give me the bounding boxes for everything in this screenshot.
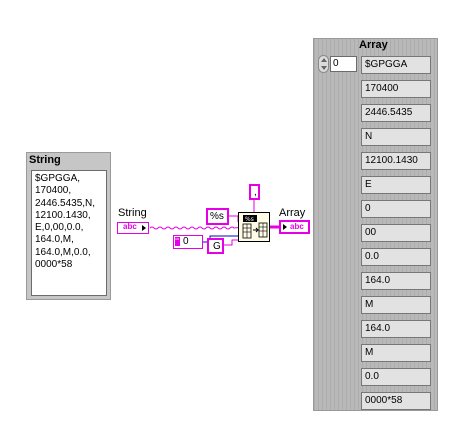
array-element: $GPGGA — [361, 56, 431, 74]
array-element: 2446.5435 — [361, 104, 431, 122]
g-wire — [224, 239, 238, 246]
spreadsheet-string-to-array-icon: %s — [242, 215, 268, 239]
format-wire — [229, 215, 239, 222]
array-element: 164.0 — [361, 320, 431, 338]
array-element: 0 — [361, 200, 431, 218]
string-wire — [149, 225, 257, 230]
delimiter-constant[interactable]: , — [249, 184, 260, 200]
string-terminal-label: String — [118, 207, 147, 219]
array-element: 164.0 — [361, 272, 431, 290]
string-terminal[interactable]: abc — [117, 222, 149, 234]
array-element: 12100.1430 — [361, 152, 431, 170]
index-spinner[interactable] — [318, 55, 329, 73]
svg-text:%s: %s — [245, 216, 254, 223]
g-constant[interactable]: G — [207, 238, 224, 254]
terminal-arrow-icon — [142, 225, 146, 231]
array-terminal[interactable]: abc — [279, 220, 310, 234]
array-element: 00 — [361, 224, 431, 242]
array-indicator-title: Array — [359, 39, 388, 51]
string-terminal-icon: abc — [123, 222, 137, 231]
i32-type-icon: I32 — [175, 237, 180, 246]
array-element: M — [361, 296, 431, 314]
format-constant[interactable]: %s — [206, 208, 229, 225]
array-element: M — [361, 344, 431, 362]
array-element: 0000*58 — [361, 392, 431, 410]
string-control-value[interactable]: $GPGGA, 170400, 2446.5435,N, 12100.1430,… — [31, 170, 107, 296]
string-control-title: String — [29, 154, 61, 166]
array-element: 0.0 — [361, 248, 431, 266]
decrement-arrow-icon — [321, 66, 327, 70]
array-element: 0.0 — [361, 368, 431, 386]
array-terminal-icon: abc — [290, 222, 304, 231]
array-terminal-label: Array — [279, 207, 306, 219]
array-index-input[interactable]: 0 — [330, 56, 357, 72]
string-control: String $GPGGA, 170400, 2446.5435,N, 1210… — [26, 152, 111, 300]
number-constant[interactable]: I32 0 — [173, 235, 203, 249]
array-element: N — [361, 128, 431, 146]
terminal-arrow-icon — [283, 224, 287, 230]
array-element: 170400 — [361, 80, 431, 98]
number-constant-value: 0 — [183, 236, 189, 247]
increment-arrow-icon — [321, 58, 327, 62]
array-element: E — [361, 176, 431, 194]
spreadsheet-string-to-array-function[interactable]: %s — [238, 212, 270, 242]
